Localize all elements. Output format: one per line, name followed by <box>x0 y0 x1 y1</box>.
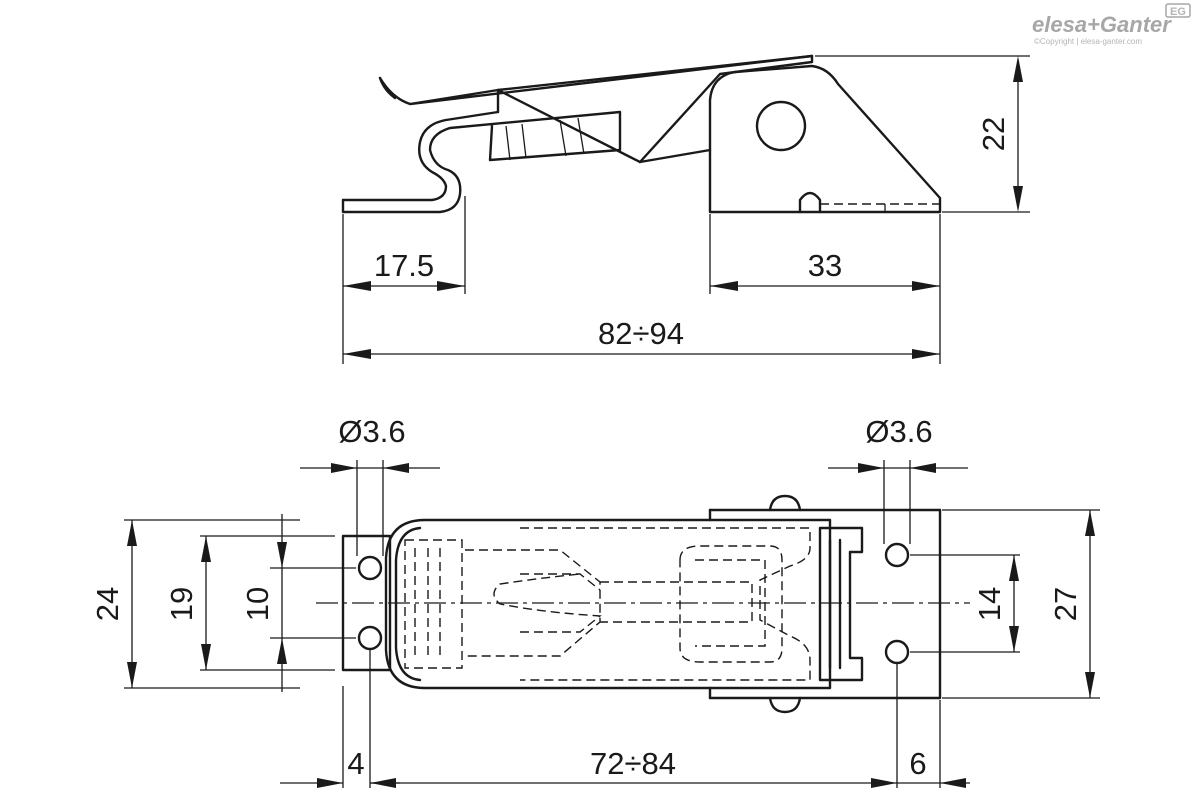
side-hook <box>341 110 622 214</box>
plan-base-hole-bottom <box>884 639 910 665</box>
brand-badge: EG <box>1170 6 1186 18</box>
brand-logo-text: elesa+Ganter <box>1032 12 1172 37</box>
dim-overall-side-label: 82÷94 <box>598 316 684 351</box>
dim-22-label: 22 <box>976 117 1011 151</box>
side-lever-top <box>496 54 814 92</box>
dim-dia-left-label: Ø3.6 <box>338 414 405 449</box>
side-lever-lower <box>638 148 712 164</box>
plan-pivot-pins <box>828 538 842 670</box>
plan-hidden-link <box>520 527 811 681</box>
plan-rivet-top <box>768 494 802 512</box>
dim-14-label: 14 <box>972 587 1007 621</box>
dim-33-arrow-right <box>912 281 940 291</box>
brand-copyright: ©Copyright | elesa-ganter.com <box>1034 37 1142 46</box>
dim-dia-right-arrow-a <box>858 463 884 473</box>
dim-33-arrow-left <box>710 281 738 291</box>
dim-overall-side-arrow-right <box>912 349 940 359</box>
brand-logo: elesa+Ganter EG ©Copyright | elesa-gante… <box>1032 3 1191 46</box>
dim-overall-plan-arrow-right <box>871 778 897 788</box>
side-pivot-hole <box>755 100 807 152</box>
plan-rivet-bottom <box>768 696 802 714</box>
plan-ext-dia-right <box>883 460 911 544</box>
dim-dia-right-arrow-b <box>910 463 936 473</box>
dim-24-label: 24 <box>90 587 125 621</box>
plan-hidden-bolt <box>493 573 602 633</box>
plan-base-plate <box>708 508 942 700</box>
dim-14-arrow-bottom <box>1009 626 1019 652</box>
side-view: 22 17.5 33 82÷94 <box>341 54 1030 364</box>
dim-19-arrow-top <box>201 536 211 562</box>
dim-27-label: 27 <box>1048 587 1083 621</box>
dim-27-arrow-bottom <box>1085 672 1095 698</box>
plan-hidden-rod <box>600 581 753 623</box>
dim-33-label: 33 <box>808 248 842 283</box>
dim-27-arrow-top <box>1085 510 1095 536</box>
dim-14-arrow-top <box>1009 555 1019 581</box>
side-lever-arm <box>378 54 814 164</box>
dim-22-arrow-bottom <box>1013 186 1023 212</box>
plan-lever-edge <box>394 526 422 682</box>
plan-hidden-loop <box>679 545 783 663</box>
dim-6-label: 6 <box>909 746 926 781</box>
dim-dia-left-arrow-b <box>383 463 409 473</box>
side-screw-slot <box>798 191 822 214</box>
dim-4-arrow-a <box>317 778 343 788</box>
dim-19-arrow-bottom <box>201 644 211 670</box>
plan-view: Ø3.6 Ø3.6 24 19 10 14 27 <box>90 414 1100 788</box>
side-lever-tip <box>378 76 397 100</box>
dim-17-5-arrow-right <box>437 281 465 291</box>
dim-24-arrow-bottom <box>127 662 137 688</box>
side-base-body <box>708 64 942 214</box>
side-link-hatch <box>505 117 585 161</box>
dim-overall-plan-label: 72÷84 <box>590 746 676 781</box>
dim-dia-left-arrow-a <box>331 463 357 473</box>
dim-dia-right-label: Ø3.6 <box>865 414 932 449</box>
dim-overall-side-arrow-left <box>343 349 371 359</box>
dim-10-arrow-top <box>277 542 287 568</box>
plan-hidden-taper <box>465 549 601 657</box>
dim-17-5-arrow-left <box>343 281 371 291</box>
plan-lever-body <box>384 518 832 690</box>
brand-badge-frame <box>1165 3 1191 18</box>
dim-17-5-label: 17.5 <box>374 248 434 283</box>
side-hook-inner <box>341 110 500 202</box>
plan-pivot-bracket <box>818 526 864 682</box>
dim-24-arrow-top <box>127 520 137 546</box>
dim-6-arrow-b <box>940 778 966 788</box>
plan-hidden-hook <box>404 539 463 669</box>
plan-base-hole-top <box>884 542 910 568</box>
plan-hidden-hook-bars <box>414 548 441 660</box>
plan-ext-dia-left <box>356 460 384 556</box>
dim-22-arrow-top <box>1013 56 1023 82</box>
plan-hook-hole-top <box>357 555 383 581</box>
dim-19-label: 19 <box>164 587 199 621</box>
dim-10-arrow-bottom <box>277 638 287 664</box>
dim-10-label: 10 <box>240 587 275 621</box>
plan-hook-hole-bottom <box>357 625 383 651</box>
dim-4-label: 4 <box>347 746 364 781</box>
